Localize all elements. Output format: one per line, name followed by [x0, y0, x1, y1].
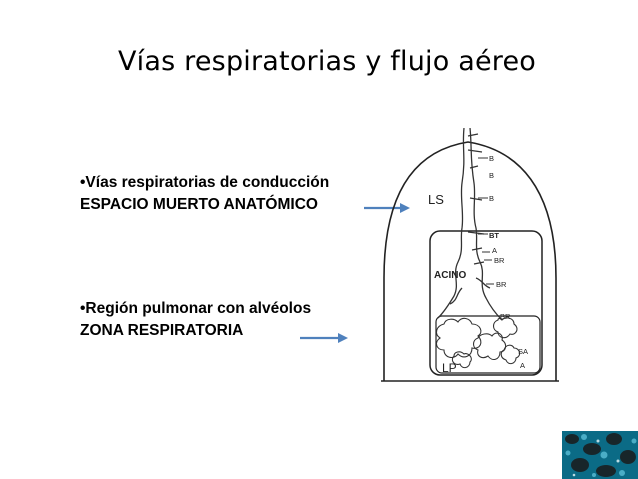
branch-label-b2: B: [489, 171, 494, 180]
region-label-ls: LS: [428, 192, 444, 207]
decorative-texture-image: [562, 431, 638, 479]
slide-title: Vías respiratorias y flujo aéreo: [118, 46, 537, 77]
branch-label-bt: BT: [489, 231, 499, 240]
arrow-to-conducting-zone: [364, 203, 410, 213]
alveolar-region-label: •Región pulmonar con alvéolos: [80, 300, 312, 317]
airway-tree: [437, 128, 503, 321]
anatomic-dead-space-label: ESPACIO MUERTO ANATÓMICO: [80, 196, 318, 213]
conducting-airways-label: •Vías respiratorias de conducción: [80, 174, 330, 191]
branch-label-br1: BR: [494, 256, 505, 265]
branch-ticks: [478, 157, 498, 317]
branch-label-br2: BR: [496, 280, 507, 289]
branch-label-a2: A: [520, 361, 525, 370]
respiratory-region-text: •Región pulmonar con alvéolos ZONA RESPI…: [80, 298, 311, 342]
branch-label-b1: B: [489, 154, 494, 163]
conducting-airways-text: •Vías respiratorias de conducción ESPACI…: [80, 172, 329, 216]
acinus-frame: [429, 230, 543, 376]
respiratory-zone-label: ZONA RESPIRATORIA: [80, 322, 244, 339]
region-label-lp: LP: [442, 361, 457, 375]
arrow-to-respiratory-zone: [300, 333, 348, 343]
branch-label-a1: A: [492, 246, 497, 255]
lung-airway-diagram: LS ACINO LP B B B BT A BR BR BR SA A: [381, 128, 559, 382]
branch-label-b3: B: [489, 194, 494, 203]
lung-outline: [381, 141, 559, 382]
alveolar-sacs: [435, 317, 521, 369]
branch-label-br3: BR: [500, 312, 511, 321]
branch-label-sa: SA: [518, 347, 528, 356]
region-label-acino: ACINO: [434, 270, 466, 281]
